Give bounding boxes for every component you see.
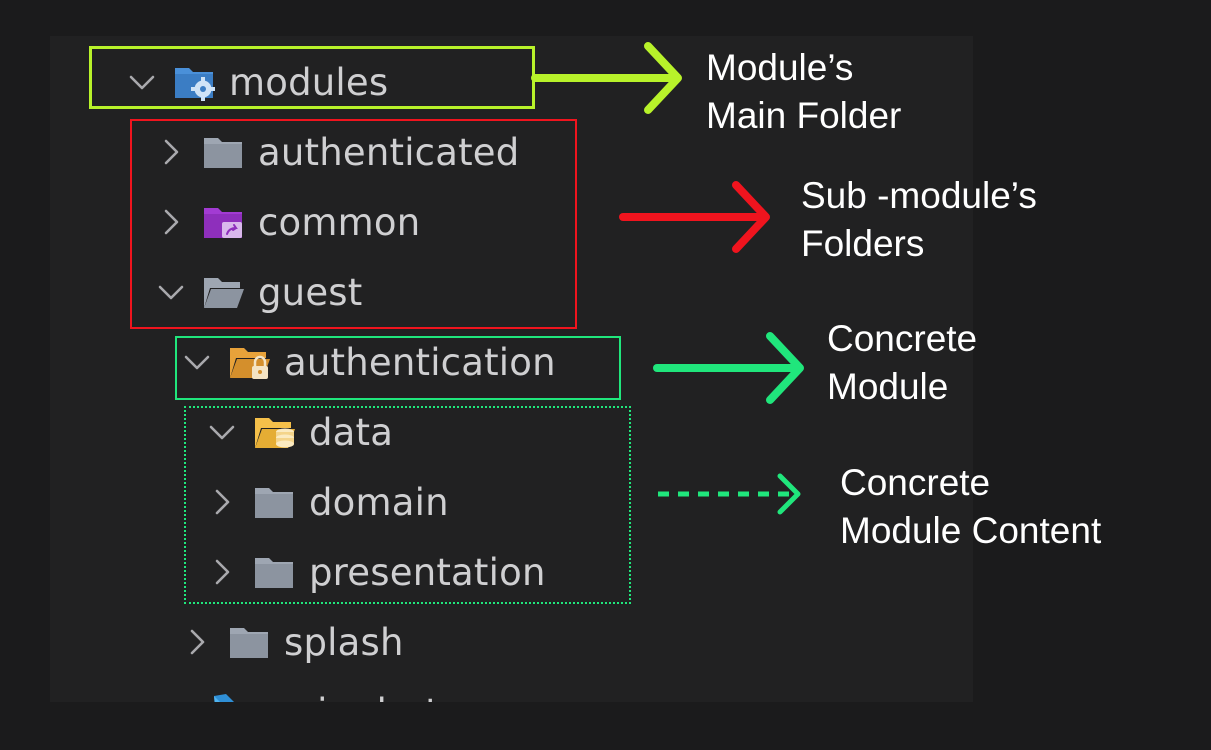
concrete-module-arrow [653,332,804,404]
concrete-module-label-line1: Concrete [827,318,978,359]
folder-icon [255,488,293,518]
lock-folder-icon [230,348,270,379]
chevron-right-icon[interactable] [154,135,188,169]
concrete-module-label-line2: Module [827,366,949,407]
tree-item-label: splash [284,620,404,664]
sub-modules-label-line1: Sub -module’s [801,175,1037,216]
folder-icon [230,628,268,658]
concrete-content-highlight-box [184,406,631,604]
tree-item-guest[interactable]: guest [154,262,362,322]
folder-icon [204,138,242,168]
tree-item-presentation[interactable]: presentation [205,542,546,602]
tree-item-label: domain [309,480,449,524]
sub-modules-arrow [619,181,770,253]
chevron-down-icon[interactable] [205,415,239,449]
tree-item-splash[interactable]: splash [180,612,404,672]
main-folder-highlight-box [89,46,535,109]
tree-item-modules[interactable]: modules [125,52,388,112]
chevron-down-icon[interactable] [125,65,159,99]
main-folder-label: Module’s Main Folder [706,44,901,140]
tree-item-label: main.dart [258,691,440,703]
shared-folder-icon [204,208,242,238]
sub-modules-highlight-box [130,119,577,329]
sub-modules-label: Sub -module’s Folders [801,172,1037,268]
tree-item-common[interactable]: common [154,192,420,252]
tree-item-domain[interactable]: domain [205,472,449,532]
chevron-right-icon[interactable] [180,625,214,659]
concrete-content-label: Concrete Module Content [840,459,1101,555]
tree-item-main-dart[interactable]: main.dart [154,682,440,702]
tree-item-authentication[interactable]: authentication [180,332,556,392]
concrete-content-arrow [658,473,801,515]
tree-item-data[interactable]: data [205,402,393,462]
chevron-down-icon[interactable] [180,345,214,379]
chevron-right-icon[interactable] [205,485,239,519]
sub-modules-label-line2: Folders [801,223,925,264]
tree-item-label: presentation [309,550,546,594]
folder-icon [255,558,293,588]
chevron-right-icon[interactable] [154,205,188,239]
tree-item-label: guest [258,270,363,314]
concrete-content-label-line2: Module Content [840,510,1102,551]
database-folder-icon [255,418,295,448]
chevron-right-icon[interactable] [205,555,239,589]
dart-file-icon [214,694,234,702]
tree-item-label: authentication [284,340,556,384]
concrete-module-label: Concrete Module [827,315,977,411]
open-folder-icon [204,278,244,308]
main-folder-arrow [531,42,682,114]
tree-item-authenticated[interactable]: authenticated [154,122,519,182]
file-explorer-panel: modules authenticated common [50,36,973,702]
module-folder-icon [175,68,215,101]
concrete-content-label-line1: Concrete [840,462,991,503]
tree-item-label: authenticated [258,130,520,174]
main-folder-label-line1: Module’s [706,47,854,88]
main-folder-label-line2: Main Folder [706,95,902,136]
concrete-module-highlight-box [175,336,621,400]
tree-item-label: data [309,410,394,454]
tree-item-label: modules [229,60,389,104]
chevron-down-icon[interactable] [154,275,188,309]
tree-item-label: common [258,200,421,244]
